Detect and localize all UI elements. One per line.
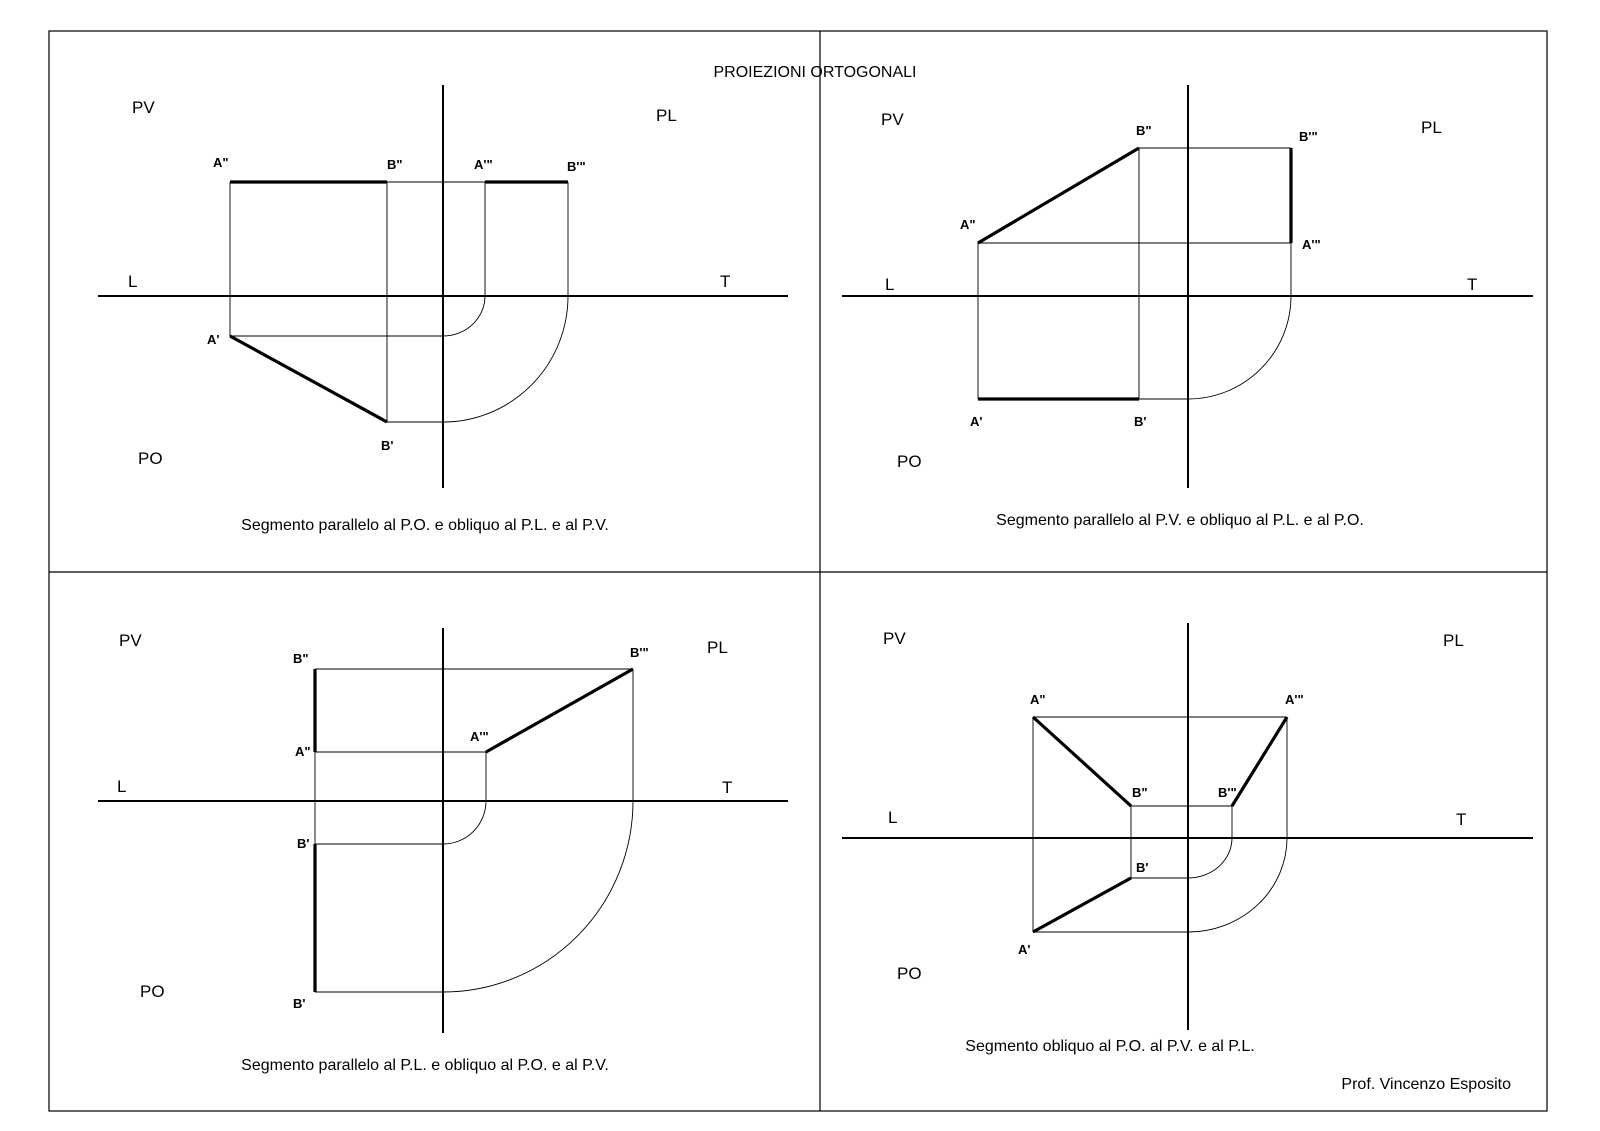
- panel-1-caption: Segmento parallelo al P.O. e obliquo al …: [241, 517, 609, 534]
- panel-4-label-pv: PV: [883, 629, 906, 648]
- panel-4-front-projection: [1031, 715, 1133, 808]
- panel-2-point-b3: B'": [1299, 129, 1318, 144]
- panel-1-point-a1: A': [207, 332, 219, 347]
- panel-4-point-b2: B": [1132, 785, 1148, 800]
- panel-4-point-a3: A'": [1285, 692, 1304, 707]
- panel-4-point-b1: B': [1136, 860, 1148, 875]
- panel-2-label-pv: PV: [881, 110, 904, 129]
- panel-4: PV PL PO L T A" B" B'" A'" B' A' Segment…: [842, 623, 1533, 1055]
- panel-4-point-b3: B'": [1218, 785, 1237, 800]
- panel-3-label-t: T: [722, 778, 732, 797]
- panel-1: PV PL PO L T A" B" A'" B'" A' B' Segment…: [98, 85, 788, 534]
- panel-1-point-a3: A'": [474, 157, 493, 172]
- panel-2-arc: [1139, 295, 1292, 400]
- panel-4-label-l: L: [888, 808, 897, 827]
- panel-1-label-l: L: [128, 272, 137, 291]
- panel-3-caption: Segmento parallelo al P.L. e obliquo al …: [241, 1057, 609, 1074]
- panel-3: PV PL PO L T B" A" A'" B'" B' B' Segment…: [98, 628, 788, 1074]
- panel-4-point-a1: A': [1018, 942, 1030, 957]
- sheet-title: PROIEZIONI ORTOGONALI: [714, 64, 917, 81]
- panel-2-point-a3: A'": [1302, 237, 1321, 252]
- panel-2: PV PL PO L T A" B" A'" B'" A' B' Segment…: [842, 85, 1533, 529]
- panel-2-label-l: L: [885, 275, 894, 294]
- panel-4-arc-a: [1033, 837, 1288, 933]
- panel-4-label-pl: PL: [1443, 631, 1464, 650]
- panel-3-label-pl: PL: [707, 638, 728, 657]
- panel-1-top-projection: [229, 334, 388, 424]
- panel-1-label-t: T: [720, 272, 730, 291]
- panel-1-arc-a: [230, 295, 486, 337]
- panel-4-top-projection: [1032, 876, 1132, 934]
- panel-1-arc-b: [387, 295, 569, 423]
- panel-1-point-b1: B': [381, 438, 393, 453]
- panel-1-label-pl: PL: [656, 106, 677, 125]
- panel-4-caption: Segmento obliquo al P.O. al P.V. e al P.…: [965, 1038, 1254, 1055]
- panel-4-label-po: PO: [897, 964, 922, 983]
- panel-2-point-b2: B": [1136, 123, 1152, 138]
- panel-1-point-b3: B'": [567, 159, 586, 174]
- panel-1-label-pv: PV: [132, 98, 155, 117]
- panel-2-caption: Segmento parallelo al P.V. e obliquo al …: [996, 512, 1364, 529]
- panel-3-label-l: L: [117, 777, 126, 796]
- panel-3-point-a2: A": [295, 744, 311, 759]
- panel-3-label-po: PO: [140, 982, 165, 1001]
- panel-4-label-t: T: [1456, 810, 1466, 829]
- panel-3-arc-a: [315, 800, 487, 845]
- panel-3-point-b1: B': [293, 996, 305, 1011]
- panel-2-point-a2: A": [960, 217, 976, 232]
- panel-3-point-b2: B": [293, 651, 309, 666]
- panel-4-side-projection: [1230, 716, 1289, 807]
- sheet-frame: [48, 30, 1548, 1112]
- panel-3-side-projection: [485, 667, 634, 754]
- author-credit: Prof. Vincenzo Esposito: [1341, 1076, 1511, 1093]
- panel-3-point-a1: B': [297, 836, 309, 851]
- panel-1-point-b2: B": [387, 157, 403, 172]
- panel-2-point-a1: A': [970, 414, 982, 429]
- panel-2-front-projection: [977, 146, 1140, 245]
- panel-2-label-po: PO: [897, 452, 922, 471]
- panel-3-point-b3: B'": [630, 645, 649, 660]
- panel-4-point-a2: A": [1030, 692, 1046, 707]
- panel-1-label-po: PO: [138, 449, 163, 468]
- panel-1-point-a2: A": [213, 155, 229, 170]
- panel-3-point-a3: A'": [470, 729, 489, 744]
- panel-4-arc-b: [1131, 837, 1233, 879]
- panel-3-label-pv: PV: [119, 631, 142, 650]
- panel-2-point-b1: B': [1134, 414, 1146, 429]
- panel-3-arc-b: [315, 800, 634, 993]
- panel-2-label-t: T: [1467, 275, 1477, 294]
- panel-2-label-pl: PL: [1421, 118, 1442, 137]
